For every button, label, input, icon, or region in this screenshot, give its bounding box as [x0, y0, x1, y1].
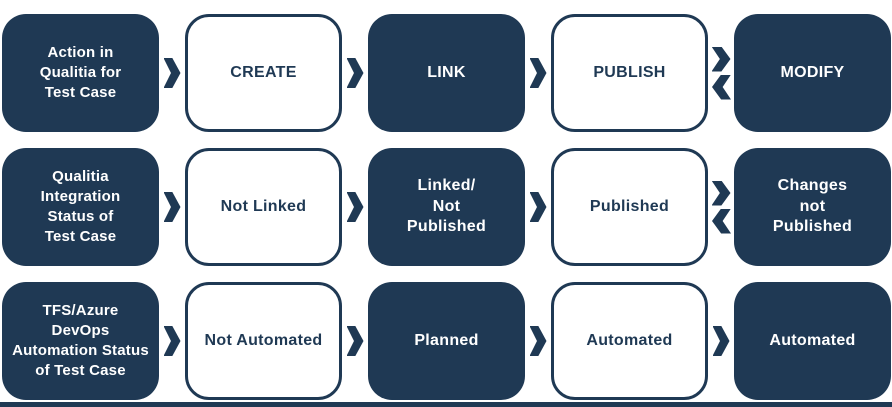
arrow-right-icon	[711, 46, 731, 72]
arrow-status-to-not-linked	[159, 148, 185, 266]
step-link: LINK	[368, 14, 525, 132]
arrow-left-icon	[712, 209, 731, 234]
step-label: Published	[589, 197, 670, 215]
arrow-planned-to-automated	[525, 282, 551, 400]
step-label: Planned	[414, 331, 479, 349]
arrow-not-automated-to-planned	[342, 282, 368, 400]
step-label: Not Automated	[204, 331, 323, 349]
step-automated-dark: Automated	[734, 282, 891, 400]
arrow-right-icon	[346, 326, 364, 356]
step-modify: MODIFY	[734, 14, 891, 132]
arrow-right-icon	[163, 326, 181, 356]
row-header-label: Qualitia Integration Status of Test Case	[40, 168, 121, 245]
arrow-right-icon	[712, 326, 730, 356]
row-header-automation-status: TFS/Azure DevOps Automation Status of Te…	[2, 282, 159, 400]
flow-row-action: Action in Qualitia for Test Case CREATE …	[2, 14, 891, 132]
step-linked-not-published: Linked/ Not Published	[368, 148, 525, 266]
step-label: MODIFY	[780, 63, 845, 81]
step-label: Automated	[586, 331, 673, 349]
arrow-right-icon	[529, 58, 547, 88]
arrow-status-to-not-automated	[159, 282, 185, 400]
arrow-right-icon	[529, 192, 547, 222]
arrow-left-icon	[712, 75, 731, 100]
step-planned: Planned	[368, 282, 525, 400]
arrow-action-to-create	[159, 14, 185, 132]
step-label: LINK	[427, 63, 466, 81]
arrow-right-icon	[346, 58, 364, 88]
step-automated-light: Automated	[551, 282, 708, 400]
row-header-action: Action in Qualitia for Test Case	[2, 14, 159, 132]
flow-row-integration-status: Qualitia Integration Status of Test Case…	[2, 148, 891, 266]
step-not-automated: Not Automated	[185, 282, 342, 400]
step-changes-not-published: Changes not Published	[734, 148, 891, 266]
arrow-published-changes-bidirectional	[708, 148, 734, 266]
arrow-right-icon	[346, 192, 364, 222]
arrow-automated-to-automated	[708, 282, 734, 400]
arrow-not-linked-to-linked	[342, 148, 368, 266]
arrow-right-icon	[529, 326, 547, 356]
row-header-label: TFS/Azure DevOps Automation Status of Te…	[12, 302, 149, 379]
arrow-link-to-publish	[525, 14, 551, 132]
flow-row-automation-status: TFS/Azure DevOps Automation Status of Te…	[2, 282, 891, 400]
arrow-right-icon	[163, 58, 181, 88]
step-label: Changes not Published	[772, 176, 853, 236]
step-create: CREATE	[185, 14, 342, 132]
step-not-linked: Not Linked	[185, 148, 342, 266]
arrow-linked-to-published	[525, 148, 551, 266]
arrow-right-icon	[163, 192, 181, 222]
step-label: Not Linked	[220, 197, 307, 215]
diagram-grid: Action in Qualitia for Test Case CREATE …	[2, 14, 891, 400]
step-published: Published	[551, 148, 708, 266]
step-publish: PUBLISH	[551, 14, 708, 132]
step-label: Automated	[769, 331, 856, 349]
step-label: Linked/ Not Published	[406, 176, 487, 236]
arrow-right-icon	[711, 180, 731, 206]
step-label: PUBLISH	[593, 63, 666, 81]
step-label: CREATE	[230, 63, 297, 81]
row-header-label: Action in Qualitia for Test Case	[39, 44, 122, 101]
arrow-publish-modify-bidirectional	[708, 14, 734, 132]
cropped-next-row-edge	[0, 402, 892, 407]
arrow-create-to-link	[342, 14, 368, 132]
row-header-integration-status: Qualitia Integration Status of Test Case	[2, 148, 159, 266]
